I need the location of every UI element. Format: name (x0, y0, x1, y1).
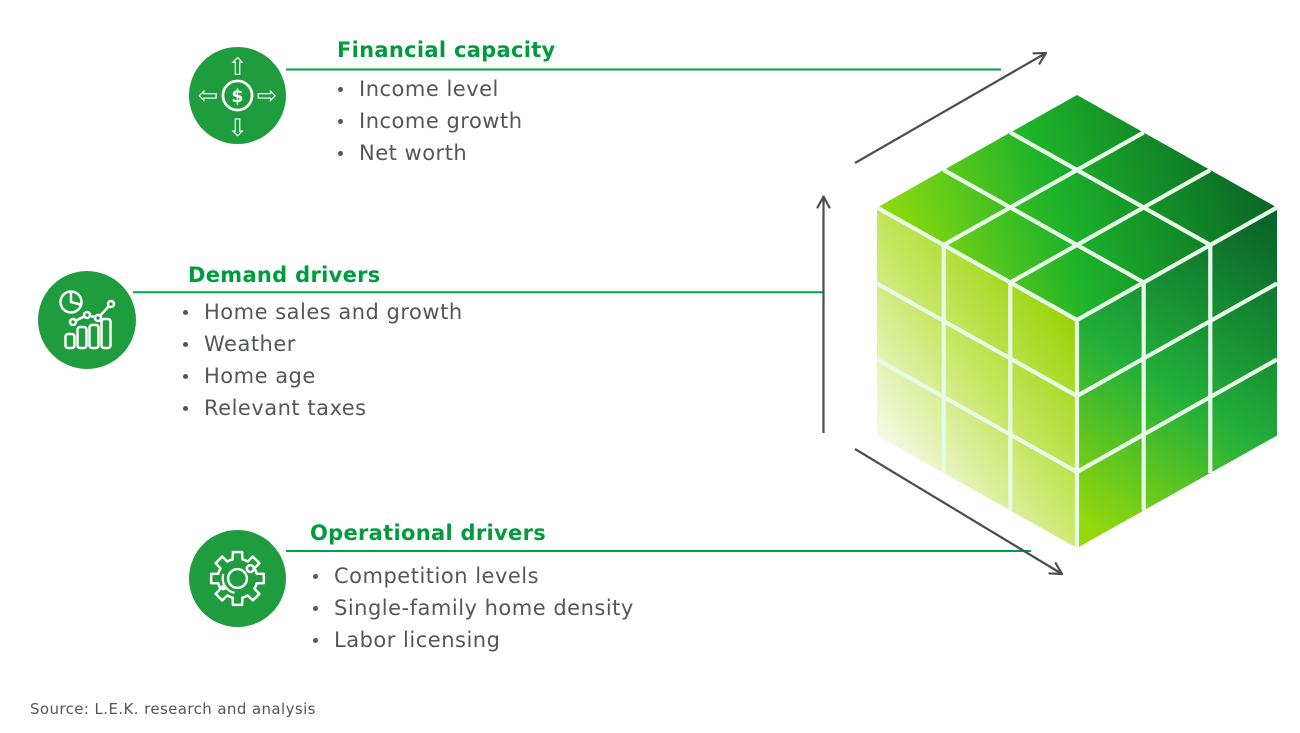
bullet-text: Income growth (359, 109, 523, 133)
right-arrow-glyph: ⇨ (257, 80, 277, 109)
source-note: Source: L.E.K. research and analysis (30, 700, 316, 718)
financial-axis-arrow (854, 51, 1048, 164)
bullet-dot (183, 405, 188, 411)
connector-lines (133, 68, 1031, 552)
bullet-text: Weather (204, 332, 296, 356)
list-item: Labor licensing (313, 624, 634, 656)
axis-arrows (816, 51, 1064, 576)
bullet-dot (183, 373, 188, 379)
bullet-dot (338, 86, 343, 92)
demand-bullet-list: Home sales and growth Weather Home age R… (183, 296, 463, 424)
operational-bullet-list: Competition levels Single-family home de… (313, 560, 634, 656)
list-item: Competition levels (313, 560, 634, 592)
cube-grid-lines (875, 130, 1279, 548)
section-title-operational: Operational drivers (310, 521, 547, 545)
list-item: Net worth (338, 137, 523, 169)
left-arrow-glyph: ⇦ (198, 80, 218, 109)
bullet-text: Home sales and growth (204, 300, 463, 324)
bullet-text: Competition levels (334, 564, 540, 588)
bullet-text: Relevant taxes (204, 396, 367, 420)
list-item: Relevant taxes (183, 392, 463, 424)
operational-axis-arrow (854, 448, 1064, 576)
bar-glyph (100, 317, 112, 350)
section-title-demand: Demand drivers (188, 263, 381, 287)
list-item: Income level (338, 73, 523, 105)
bullet-dot (183, 341, 188, 347)
cube-3d (875, 95, 1279, 548)
gear-icon (189, 530, 286, 627)
bar-glyph (76, 325, 88, 350)
gear-outline (209, 550, 266, 607)
bullet-text: Income level (359, 77, 499, 101)
financial-bullet-list: Income level Income growth Net worth (338, 73, 523, 169)
list-item: Income growth (338, 105, 523, 137)
bullet-text: Net worth (359, 141, 468, 165)
bar-glyph (88, 323, 100, 350)
up-arrow-glyph: ⇧ (227, 52, 247, 81)
bar-glyph (64, 332, 76, 350)
list-item: Home age (183, 360, 463, 392)
bullet-dot (313, 573, 318, 579)
list-item: Single-family home density (313, 592, 634, 624)
bullet-dot (313, 637, 318, 643)
analytics-icon (38, 271, 136, 369)
list-item: Home sales and growth (183, 296, 463, 328)
bullet-text: Labor licensing (334, 628, 501, 652)
dollar-sign: $ (231, 87, 243, 107)
money-flow-icon: $ ⇧ ⇩ ⇦ ⇨ (189, 47, 286, 144)
bullet-dot (183, 309, 188, 315)
bullet-dot (313, 605, 318, 611)
down-arrow-glyph: ⇩ (227, 113, 247, 142)
bullet-text: Home age (204, 364, 316, 388)
bullet-dot (338, 118, 343, 124)
bullet-dot (338, 150, 343, 156)
bullet-text: Single-family home density (334, 596, 634, 620)
line-chart-glyph (72, 303, 112, 324)
list-item: Weather (183, 328, 463, 360)
section-title-financial: Financial capacity (337, 38, 556, 62)
